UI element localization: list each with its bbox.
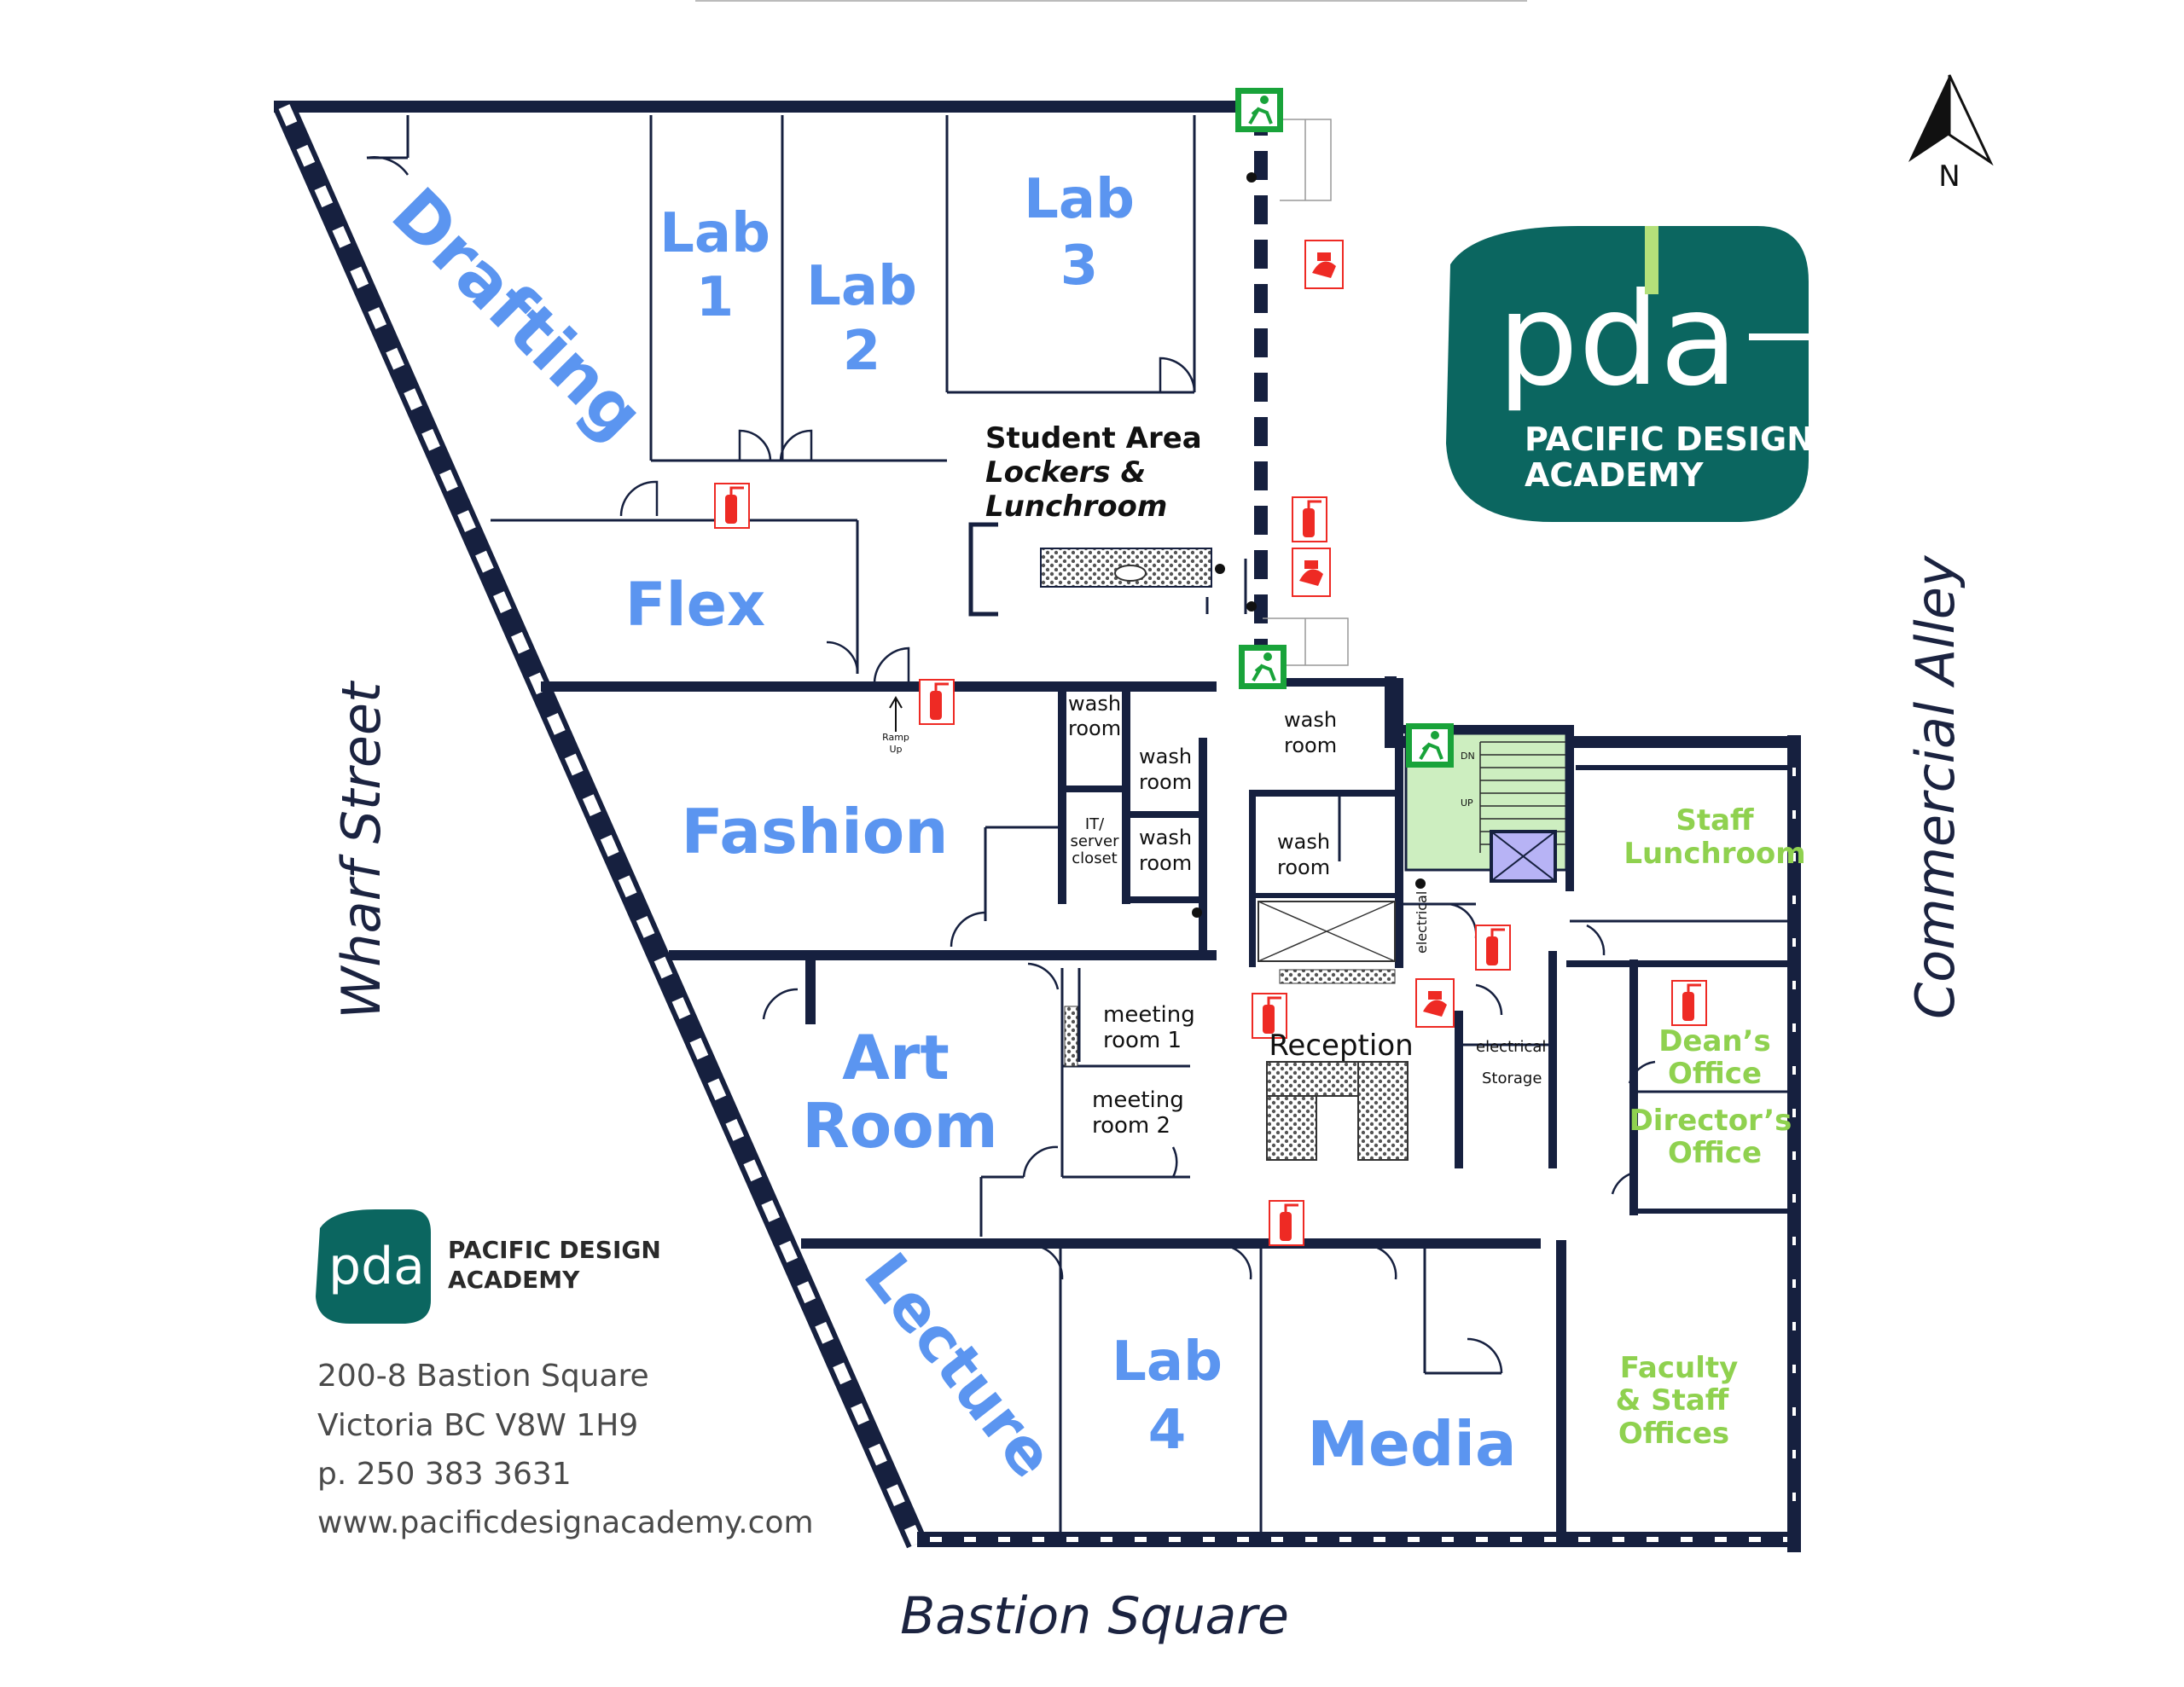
fire-alarm-icon [1304, 240, 1344, 289]
stair-treads [1479, 741, 1565, 853]
room-label-lunchroom: Lunchroom [985, 490, 1167, 524]
room-label-washroom: wash [1139, 745, 1192, 768]
room-label-deans-office: Office [1668, 1057, 1762, 1091]
room-label-washroom: wash [1139, 826, 1192, 849]
reception-desk-right [1357, 1061, 1409, 1161]
room-label-it-closet: IT/ [1085, 815, 1105, 833]
logo-line1: PACIFIC DESIGN [1525, 420, 1814, 458]
logo-badge: pda PACIFIC DESIGN ACADEMY [1446, 226, 1814, 522]
room-label-art: Art [842, 1022, 950, 1093]
compass-label: N [1938, 159, 1960, 194]
interior-walls [367, 115, 1791, 1540]
ramp-arrow-icon [889, 696, 903, 732]
room-label-meeting1: room 1 [1103, 1028, 1182, 1053]
small-logo-badge: pda PACIFIC DESIGN ACADEMY [316, 1209, 661, 1324]
fire-extinguisher-icon [1269, 1200, 1304, 1246]
fire-extinguisher-icon [714, 483, 750, 529]
ramp-label: Ramp [882, 732, 909, 743]
room-label-washroom: room [1284, 733, 1337, 757]
ramp-label-up: Up [889, 744, 902, 755]
exit-sign-icon [1235, 88, 1283, 132]
fire-extinguisher-icon [1475, 925, 1511, 971]
address-line-2: Victoria BC V8W 1H9 [317, 1408, 638, 1443]
exit-sign-icon [1239, 645, 1287, 689]
street-label-east: Commercial Alley [1904, 554, 1966, 1019]
room-label-lab4: Lab [1112, 1330, 1223, 1394]
meeting-strip [1064, 1006, 1078, 1067]
fire-extinguisher-icon [919, 679, 955, 725]
room-label-washroom: room [1277, 855, 1330, 879]
room-label-lab2-num: 2 [843, 320, 881, 383]
room-label-it-closet: closet [1072, 849, 1117, 867]
room-label-directors-office: Office [1668, 1136, 1762, 1170]
stair-label-down: DN [1461, 751, 1475, 762]
room-label-lab2: Lab [806, 255, 917, 318]
fire-extinguisher-icon [1252, 993, 1287, 1039]
room-label-storage: Storage [1482, 1070, 1542, 1087]
fire-alarm-icon [1415, 978, 1455, 1028]
website-link[interactable]: www.pacificdesignacademy.com [317, 1505, 814, 1540]
room-label-deans: Dean’s [1658, 1024, 1771, 1058]
logo-letters: pda [1497, 266, 1738, 415]
fire-extinguisher-icon [1671, 980, 1707, 1026]
room-label-student-area: Student Area [985, 421, 1202, 455]
room-label-lockers: Lockers & [985, 455, 1146, 490]
room-label-flex: Flex [625, 570, 765, 640]
address-line-1: 200-8 Bastion Square [317, 1359, 649, 1394]
room-label-electrical: electrical [1476, 1038, 1546, 1056]
door-swings [366, 156, 1656, 1374]
room-label-meeting2: room 2 [1092, 1113, 1170, 1139]
room-label-washroom: wash [1068, 692, 1121, 716]
room-label-it-closet: server [1071, 832, 1120, 850]
room-label-art-room: Room [802, 1090, 997, 1162]
outer-walls [274, 101, 1801, 1552]
fire-extinguisher-icon [1292, 496, 1327, 542]
street-label-west: Wharf Street [330, 680, 392, 1019]
pivot-dots [1192, 172, 1426, 918]
room-label-fashion: Fashion [681, 796, 948, 867]
small-logo-line2: ACADEMY [448, 1266, 580, 1294]
exterior-stairs [1263, 119, 1349, 666]
room-label-lab3: Lab [1024, 168, 1135, 231]
room-label-lab1: Lab [659, 202, 770, 265]
room-label-washroom: room [1139, 770, 1192, 794]
room-label-staff-lunchroom: Lunchroom [1623, 837, 1805, 871]
room-label-meeting2: meeting [1092, 1087, 1184, 1113]
room-label-meeting1: meeting [1103, 1002, 1195, 1028]
room-label-directors: Director’s [1629, 1104, 1792, 1138]
logo-line2: ACADEMY [1525, 456, 1704, 494]
locker-bracket [968, 522, 998, 617]
fire-alarm-icon [1292, 548, 1331, 597]
room-label-electrical-vertical: electrical [1414, 891, 1430, 954]
small-logo-line1: PACIFIC DESIGN [448, 1236, 661, 1264]
shower-area [1258, 901, 1396, 962]
sink-icon [1114, 565, 1147, 582]
room-label-washroom: wash [1284, 708, 1337, 732]
room-label-faculty: Faculty [1620, 1351, 1739, 1385]
stair-label-up: UP [1461, 797, 1473, 809]
room-label-faculty-staff: & Staff [1616, 1383, 1729, 1417]
room-label-washroom: wash [1277, 830, 1330, 854]
counter-strip [1279, 969, 1396, 984]
room-label-faculty-offices: Offices [1618, 1417, 1729, 1451]
room-label-media: Media [1307, 1408, 1516, 1480]
street-label-south: Bastion Square [900, 1586, 1289, 1646]
room-label-lab4-num: 4 [1148, 1399, 1187, 1462]
small-logo-letters: pda [328, 1237, 425, 1296]
room-label-washroom: room [1139, 851, 1192, 875]
room-label-staff: Staff [1676, 803, 1754, 838]
north-arrow-icon [1908, 74, 1994, 166]
room-label-washroom: room [1068, 716, 1121, 740]
room-label-lab3-num: 3 [1060, 235, 1099, 298]
phone-number: p. 250 383 3631 [317, 1457, 572, 1492]
room-label-reception: Reception [1269, 1029, 1413, 1063]
room-label-lab1-num: 1 [696, 266, 735, 329]
exit-sign-icon [1406, 723, 1454, 768]
